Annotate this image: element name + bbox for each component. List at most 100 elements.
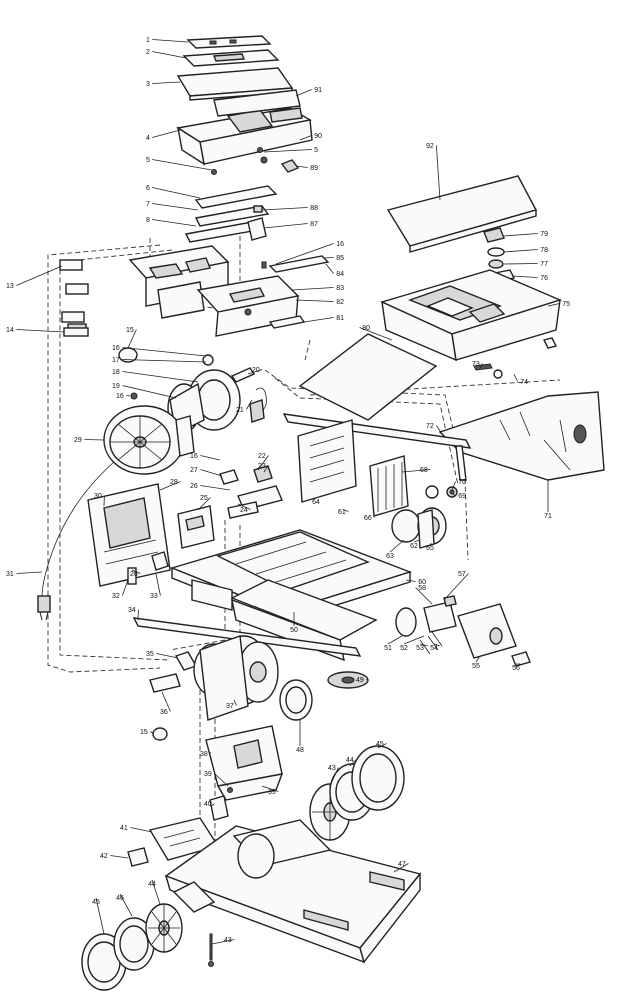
part-hinge-assembly-51-56 (395, 595, 531, 667)
callout-number: 8 (146, 217, 150, 224)
callout-number: 16 (112, 345, 120, 352)
callout-number: 33 (150, 593, 158, 600)
part-latch-42 (127, 847, 149, 867)
callout-number: 76 (540, 275, 548, 282)
callout-number: 92 (426, 143, 434, 150)
part-screw-39 (227, 787, 233, 793)
callout-number: 38 (200, 751, 208, 758)
callout-number: 57 (458, 571, 466, 578)
leader-line (122, 347, 207, 357)
leader-line (152, 129, 181, 138)
callout-number: 17 (112, 357, 120, 364)
callout-number: 56 (512, 665, 520, 672)
leader-line (261, 207, 308, 211)
leader-line (246, 399, 253, 410)
callout-number: 15 (140, 729, 148, 736)
callout-number: 63 (386, 553, 394, 560)
callout-number: 50 (290, 627, 298, 634)
leader-line (155, 573, 161, 596)
callout-number: 84 (336, 271, 344, 278)
part-grommet-15-lower (152, 727, 168, 741)
callout-number: 82 (336, 299, 344, 306)
callout-number: 1 (146, 37, 150, 44)
leader-line (159, 481, 181, 491)
callout-number: 30 (94, 493, 102, 500)
leader-line (413, 539, 421, 543)
leader-line (405, 579, 416, 582)
leader-line (152, 159, 213, 171)
callout-number: 39 (268, 789, 276, 796)
part-plate-2 (182, 49, 280, 67)
leader-line (503, 249, 538, 253)
callout-number: 58 (418, 585, 426, 592)
leader-line (211, 803, 215, 807)
part-strap-72 (282, 413, 472, 481)
leader-line (152, 187, 201, 199)
callout-number: 64 (312, 499, 320, 506)
callout-number: 16 (116, 393, 124, 400)
callout-number: 28 (170, 479, 178, 486)
callout-number: 14 (6, 327, 14, 334)
callout-number: 69 (458, 493, 466, 500)
leader-line (263, 149, 312, 153)
leader-line (211, 939, 235, 945)
leader-line (161, 691, 171, 712)
callout-number: 24 (240, 507, 248, 514)
callout-number: 5 (314, 147, 318, 154)
callout-number: 70 (458, 479, 466, 486)
callout-number: 42 (100, 853, 108, 860)
callout-number: 74 (520, 379, 528, 386)
leader-line (389, 539, 405, 553)
leader-line (295, 89, 312, 97)
leader-line (16, 265, 63, 286)
leader-line (295, 299, 334, 302)
callout-number: 16 (190, 453, 198, 460)
callout-number: 90 (314, 133, 322, 140)
leader-line (84, 439, 105, 441)
part-cord-reel-housing-30 (87, 483, 171, 587)
leader-line (291, 287, 334, 291)
callout-number: 79 (540, 231, 548, 238)
leader-line (419, 643, 429, 647)
part-switch-assembly-10 (128, 245, 230, 319)
leader-line (152, 39, 189, 43)
callout-number: 53 (416, 645, 424, 652)
leader-line (16, 329, 65, 333)
leader-line (451, 481, 456, 491)
leader-line (156, 653, 179, 659)
part-axle-44 (208, 933, 214, 967)
part-cord-clamp-32-33 (127, 551, 169, 585)
callout-number: 26 (190, 483, 198, 490)
callout-number: 88 (310, 205, 318, 212)
callout-number: 91 (314, 87, 322, 94)
part-filter-68 (369, 455, 409, 517)
callout-number: 26 (130, 571, 138, 578)
leader-line (329, 767, 339, 787)
leader-line (126, 395, 131, 397)
leader-line (387, 635, 403, 645)
part-clip-73 (473, 363, 503, 379)
leader-line (503, 263, 538, 265)
leader-line (130, 827, 153, 833)
part-power-cord-31 (37, 461, 115, 621)
leader-line (247, 369, 263, 375)
part-screw-16 (130, 392, 138, 400)
part-fan-housing-18-19 (167, 369, 241, 436)
leader-line (197, 497, 211, 511)
part-filter-80 (298, 333, 438, 421)
leader-line (261, 785, 279, 792)
callout-number: 71 (544, 513, 552, 520)
callout-number: 89 (310, 165, 318, 172)
part-handle-housing-4 (176, 89, 313, 166)
leader-line (303, 317, 334, 323)
leader-line (479, 363, 483, 369)
callout-number: 43 (328, 765, 336, 772)
callout-number: 23 (258, 463, 266, 470)
part-cord-clips-13 (59, 259, 89, 333)
part-wheel-set-lower-43-46 (81, 903, 183, 991)
leader-line (275, 243, 334, 265)
callout-number: 44 (346, 757, 354, 764)
callout-number: 43 (224, 937, 232, 944)
